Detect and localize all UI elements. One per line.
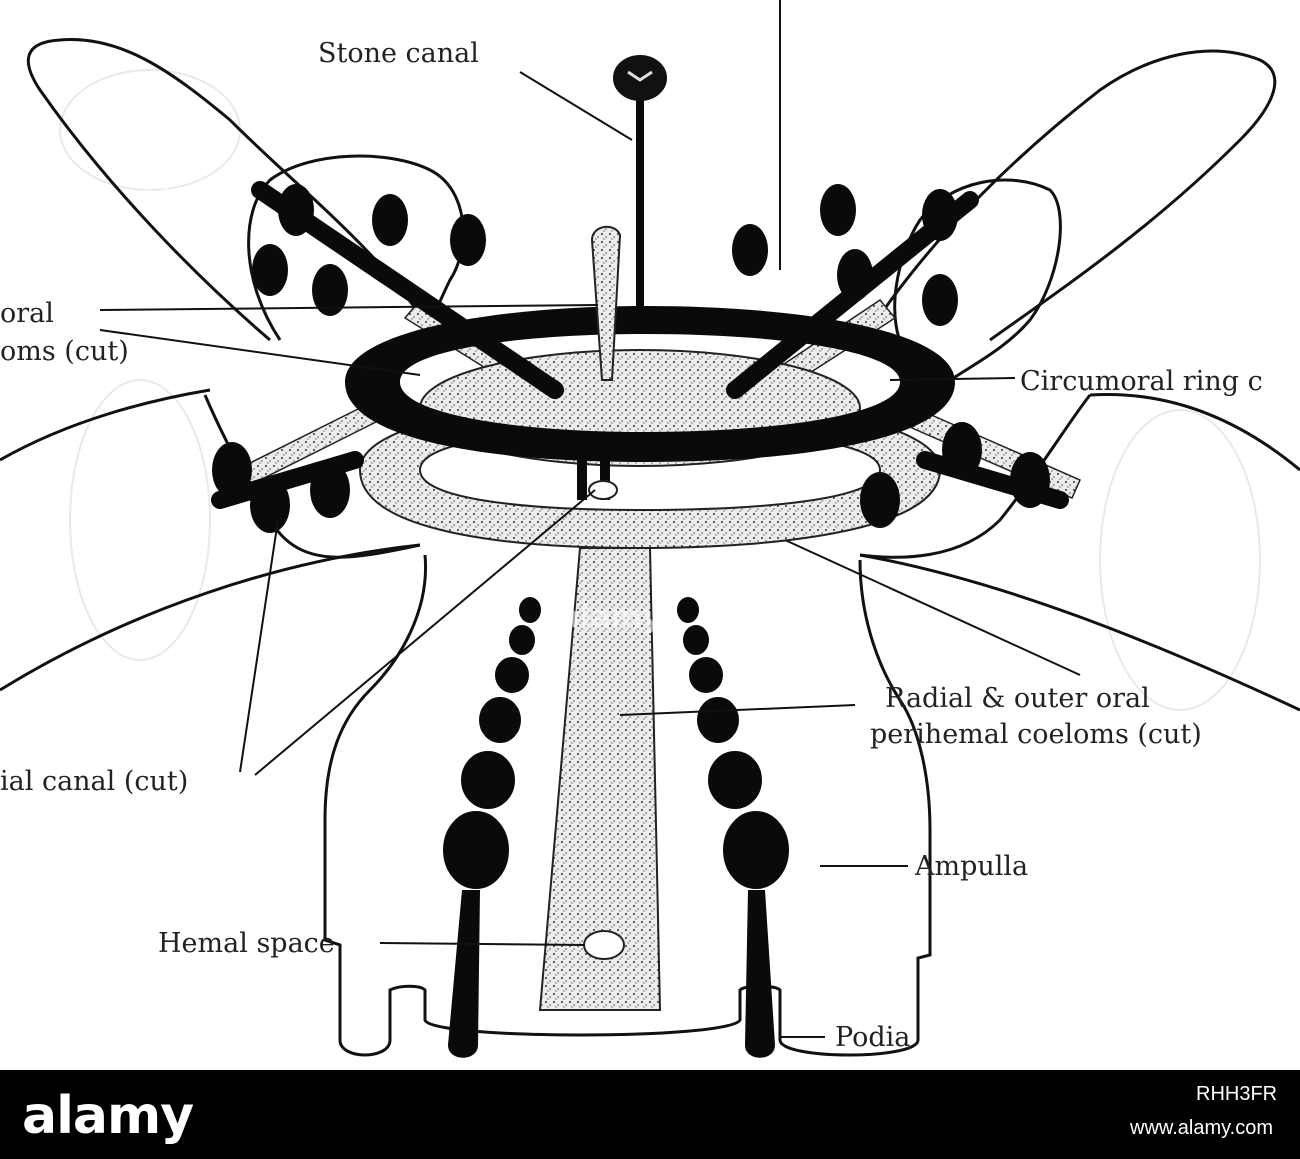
axial-cone xyxy=(590,225,622,381)
label-inner-oral-2: oms (cut) xyxy=(0,336,129,367)
label-podia: Podia xyxy=(835,1022,910,1053)
label-hemal-space: Hemal space xyxy=(158,928,335,959)
label-inner-oral-1: oral xyxy=(0,298,54,329)
footer-bar xyxy=(0,1070,1300,1159)
radial-coelom xyxy=(538,547,662,1011)
label-radial-canal: ial canal (cut) xyxy=(0,766,188,797)
right-side-outline xyxy=(859,394,1092,559)
hemal-space-cross-section xyxy=(583,930,625,960)
leader-lines xyxy=(99,0,1081,1038)
label-circumoral-ring: Circumoral ring c xyxy=(1020,366,1263,397)
ampullae xyxy=(212,184,1050,533)
body-outline xyxy=(0,38,1300,1057)
alamy-logo[interactable]: alamy xyxy=(22,1086,194,1146)
water-vascular-diagram: Stone canal oral oms (cut) Circumoral ri… xyxy=(0,0,1300,1058)
circumoral-ring xyxy=(345,306,955,462)
label-radial-outer-2: perihemal coeloms (cut) xyxy=(870,719,1202,750)
diagram-stage: Stone canal oral oms (cut) Circumoral ri… xyxy=(0,0,1300,1058)
label-stone-canal: Stone canal xyxy=(318,38,479,69)
image-id: RHH3FR xyxy=(1196,1083,1278,1105)
radial-canal-opening xyxy=(588,480,618,500)
arm-ampullae-left xyxy=(441,595,543,891)
label-ampulla: Ampulla xyxy=(914,851,1028,882)
label-radial-outer-1: Radial & outer oral xyxy=(885,683,1150,714)
arm-ampullae-right xyxy=(675,595,791,891)
podia xyxy=(448,890,775,1058)
site-url[interactable]: www.alamy.com xyxy=(1130,1117,1273,1139)
stone-canal xyxy=(613,55,667,315)
